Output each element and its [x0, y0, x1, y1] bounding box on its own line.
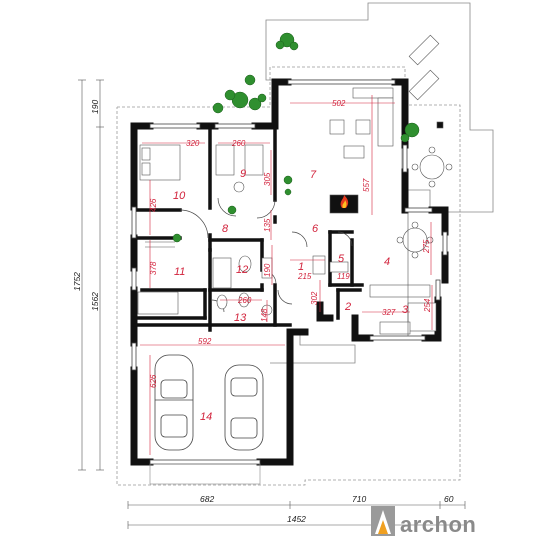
- dim-label: 305: [263, 172, 272, 186]
- room-number-4: 4: [384, 256, 390, 268]
- archon-logo: archon: [371, 506, 476, 537]
- armchair-icon: [329, 119, 345, 135]
- bed-icon: [215, 144, 235, 176]
- dim-label: 275: [422, 239, 431, 254]
- interior-dimension-lines: [140, 95, 433, 455]
- plant-icon: [172, 32, 420, 243]
- sunlounger-icon: [408, 34, 440, 66]
- kitchen-counter: [369, 284, 431, 298]
- dim-label: 320: [186, 139, 200, 148]
- dim-label: 135: [263, 218, 272, 232]
- room-number-2: 2: [344, 301, 351, 313]
- room-number-12: 12: [236, 264, 248, 276]
- room-number-6: 6: [312, 223, 319, 235]
- dim-label: 1752: [72, 272, 82, 291]
- room-number-5: 5: [338, 253, 345, 265]
- bed-icon: [244, 144, 264, 176]
- exterior-dimension-lines: [78, 79, 466, 529]
- dim-label: 1562: [90, 292, 100, 311]
- dim-label: 682: [200, 494, 214, 504]
- sofa-icon: [352, 87, 394, 99]
- dim-label: 260: [231, 139, 246, 148]
- car-icon: [154, 354, 194, 451]
- dim-label: 592: [198, 337, 212, 346]
- room-number-13: 13: [234, 312, 247, 324]
- terrace-table-icon: [419, 154, 445, 180]
- dim-label: 710: [352, 494, 366, 504]
- room-number-11: 11: [174, 266, 185, 278]
- driveway: [149, 463, 261, 485]
- dim-label: 148: [260, 308, 269, 322]
- room-number-14: 14: [200, 411, 212, 423]
- dim-label: 626: [149, 374, 158, 388]
- room-number-8: 8: [222, 223, 229, 235]
- toilet-icon: [238, 255, 252, 273]
- dim-label: 190: [90, 100, 100, 114]
- dim-label: 327: [382, 308, 396, 317]
- dim-label: 502: [332, 99, 346, 108]
- dim-label: 302: [310, 291, 319, 305]
- room-number-1: 1: [298, 261, 304, 273]
- furniture: [137, 34, 453, 336]
- room-number-3: 3: [402, 304, 409, 316]
- dim-label: 260: [237, 296, 252, 305]
- logo-text: archon: [400, 512, 476, 537]
- room-number-9: 9: [240, 168, 246, 180]
- bathtub-icon: [212, 257, 232, 289]
- car-icon: [224, 364, 264, 451]
- table-icon: [233, 181, 245, 193]
- dim-label: 1452: [287, 514, 306, 524]
- dim-label: 557: [362, 178, 371, 192]
- room-number-10: 10: [173, 190, 186, 202]
- dim-label: 426: [149, 198, 158, 212]
- dim-label: 215: [297, 272, 312, 281]
- dim-label: 190: [263, 263, 272, 277]
- dim-label: 254: [423, 298, 432, 313]
- dim-label: 60: [444, 494, 454, 504]
- room-number-7: 7: [310, 169, 317, 181]
- interior-walls: [132, 102, 364, 332]
- dim-label: 119: [337, 272, 350, 281]
- sunlounger-icon: [408, 69, 440, 101]
- dim-label: 378: [149, 261, 158, 275]
- terrace-outline: [265, 2, 494, 364]
- roof-outline: [116, 66, 461, 486]
